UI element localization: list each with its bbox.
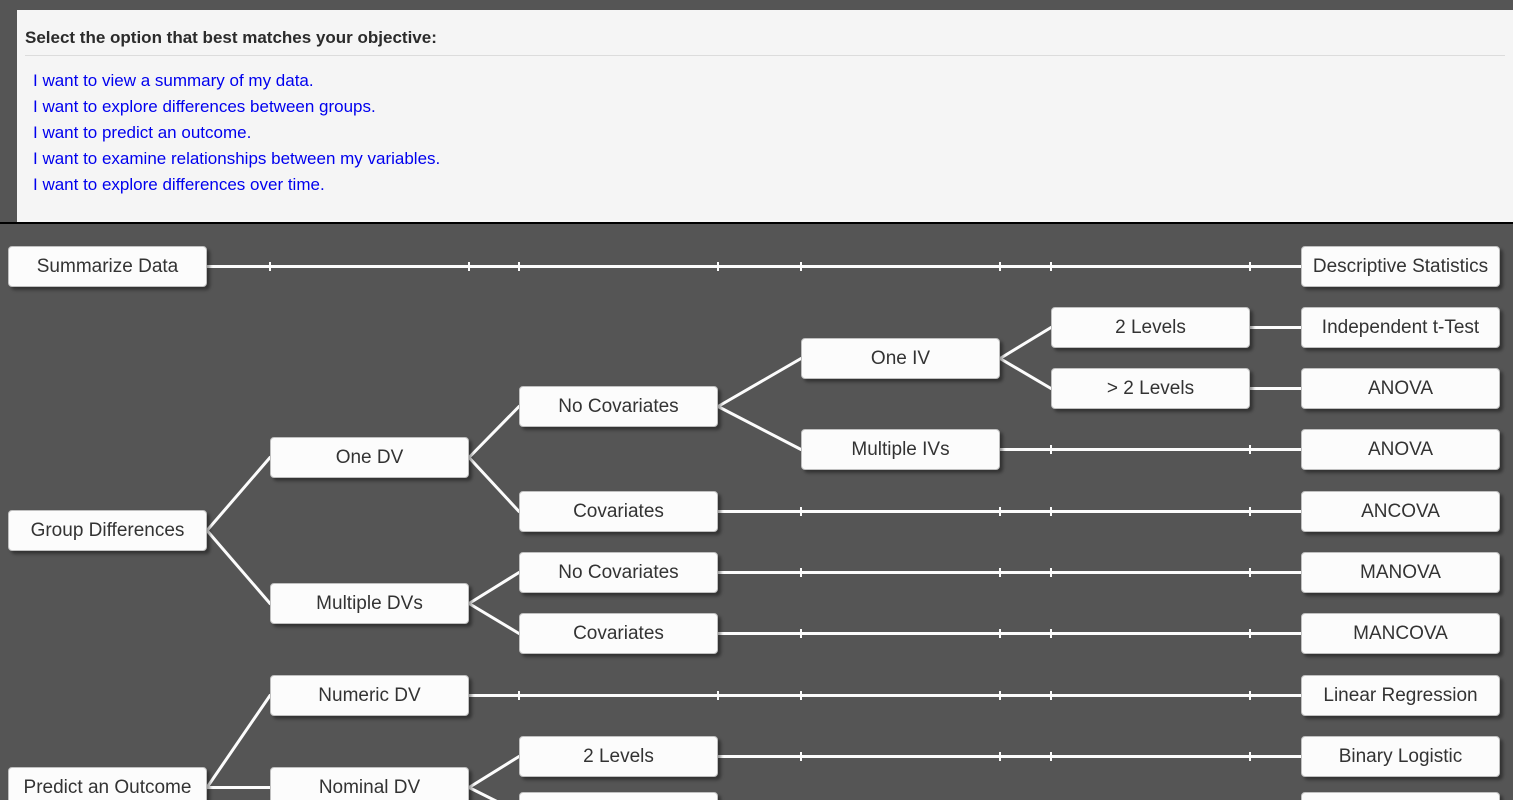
- node-descriptive-statistics[interactable]: Descriptive Statistics: [1301, 246, 1500, 287]
- edge-no-covariates-1-to-one-iv: [716, 357, 803, 408]
- node-no-covariates-2[interactable]: No Covariates: [519, 552, 718, 593]
- node-mancova[interactable]: MANCOVA: [1301, 613, 1500, 654]
- node-predict-an-outcome[interactable]: Predict an Outcome: [8, 767, 207, 800]
- node-nominal-option-cut[interactable]: [519, 792, 718, 800]
- node-nominal-dv[interactable]: Nominal DV: [270, 767, 469, 800]
- node-multiple-ivs[interactable]: Multiple IVs: [801, 429, 1000, 470]
- node-no-covariates-1[interactable]: No Covariates: [519, 386, 718, 427]
- objective-link-5[interactable]: I want to explore differences over time.: [33, 175, 325, 194]
- edge-group-differences-to-multiple-dvs: [205, 529, 272, 605]
- edge-one-iv-to-gt-two-levels: [998, 357, 1053, 390]
- edge-multiple-dvs-to-covariates-2: [467, 602, 521, 635]
- objective-list-item: I want to view a summary of my data.: [33, 68, 1513, 94]
- objective-list-item: I want to examine relationships between …: [33, 146, 1513, 172]
- objective-link-3[interactable]: I want to predict an outcome.: [33, 123, 252, 142]
- edge-nominal-dv-to-two-levels-nominal: [467, 755, 521, 789]
- objective-heading: Select the option that best matches your…: [25, 28, 1505, 56]
- panel-divider: [0, 222, 1513, 224]
- objective-list-item: I want to explore differences between gr…: [33, 94, 1513, 120]
- edge-group-differences-to-one-dv: [205, 456, 272, 532]
- node-ancova[interactable]: ANCOVA: [1301, 491, 1500, 532]
- node-independent-t-test[interactable]: Independent t-Test: [1301, 307, 1500, 348]
- node-binary-logistic[interactable]: Binary Logistic: [1301, 736, 1500, 777]
- node-manova[interactable]: MANOVA: [1301, 552, 1500, 593]
- node-covariates-1[interactable]: Covariates: [519, 491, 718, 532]
- objective-list: I want to view a summary of my data. I wa…: [33, 68, 1513, 198]
- edge-predict-an-outcome-to-numeric-dv: [205, 694, 272, 789]
- objective-link-4[interactable]: I want to examine relationships between …: [33, 149, 441, 168]
- node-one-dv[interactable]: One DV: [270, 437, 469, 478]
- node-one-iv[interactable]: One IV: [801, 338, 1000, 379]
- node-multiple-dvs[interactable]: Multiple DVs: [270, 583, 469, 624]
- edge-one-iv-to-two-levels: [998, 326, 1053, 360]
- node-two-levels-nominal[interactable]: 2 Levels: [519, 736, 718, 777]
- objective-list-item: I want to explore differences over time.: [33, 172, 1513, 198]
- node-group-differences[interactable]: Group Differences: [8, 510, 207, 551]
- edge-multiple-dvs-to-no-covariates-2: [467, 571, 521, 605]
- node-numeric-dv[interactable]: Numeric DV: [270, 675, 469, 716]
- node-two-levels[interactable]: 2 Levels: [1051, 307, 1250, 348]
- edge-nominal-dv-to-nominal-option-cut: [467, 786, 498, 800]
- node-anova-1[interactable]: ANOVA: [1301, 368, 1500, 409]
- node-result-cut[interactable]: [1301, 792, 1500, 800]
- objective-link-2[interactable]: I want to explore differences between gr…: [33, 97, 376, 116]
- objective-list-item: I want to predict an outcome.: [33, 120, 1513, 146]
- objective-panel: Select the option that best matches your…: [17, 10, 1513, 222]
- node-summarize-data[interactable]: Summarize Data: [8, 246, 207, 287]
- node-covariates-2[interactable]: Covariates: [519, 613, 718, 654]
- node-linear-regression[interactable]: Linear Regression: [1301, 675, 1500, 716]
- edge-no-covariates-1-to-multiple-ivs: [716, 405, 803, 451]
- objective-link-1[interactable]: I want to view a summary of my data.: [33, 71, 314, 90]
- edge-one-dv-to-no-covariates-1: [467, 405, 521, 459]
- node-gt-two-levels[interactable]: > 2 Levels: [1051, 368, 1250, 409]
- edge-one-dv-to-covariates-1: [467, 456, 521, 513]
- node-anova-2[interactable]: ANOVA: [1301, 429, 1500, 470]
